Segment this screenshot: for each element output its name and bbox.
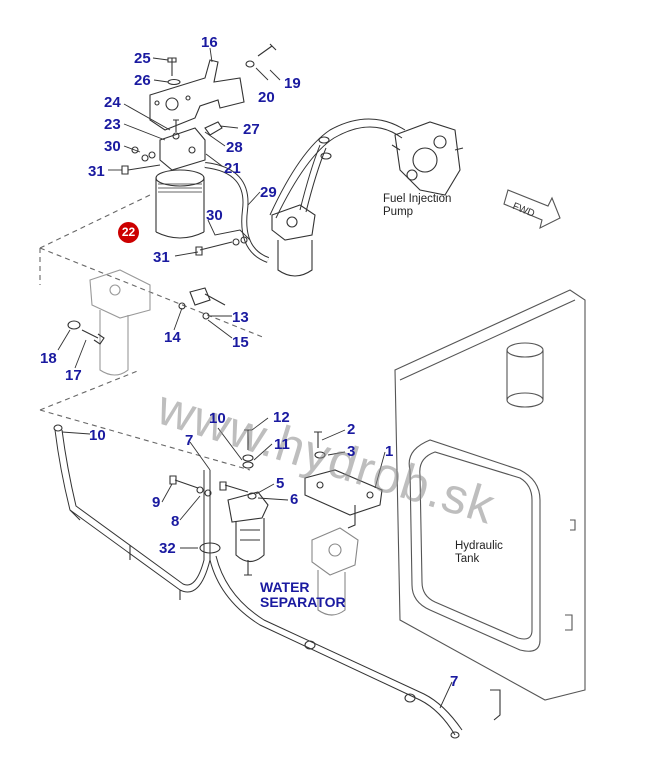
callout-22-badge: 22 [118,222,139,243]
callout-16: 16 [201,34,218,51]
callout-30-upper: 30 [104,138,121,155]
callout-27: 27 [243,121,260,138]
callout-14: 14 [164,329,181,346]
callout-7-lower: 7 [450,673,459,690]
callout-28: 28 [226,139,243,156]
callout-12: 12 [273,409,290,426]
callout-23: 23 [104,116,121,133]
callout-9: 9 [152,494,161,511]
ghost-filter-left [89,269,151,376]
fuel-injection-pump [391,121,464,196]
callout-21: 21 [224,160,241,177]
callout-31-lower: 31 [153,249,170,266]
callout-15: 15 [232,334,249,351]
fuel-filter-22 [155,169,205,239]
callout-6: 6 [290,491,299,508]
callout-17: 17 [65,367,82,384]
fuel-injection-pump-label: Fuel Injection Pump [383,193,452,219]
callout-7-upper: 7 [185,432,194,449]
callout-32: 32 [159,540,176,557]
callout-26: 26 [134,72,151,89]
water-separator [227,491,269,576]
callout-31-upper: 31 [88,163,105,180]
callout-5: 5 [276,475,285,492]
callout-10-center: 10 [209,410,226,427]
callout-13: 13 [232,309,249,326]
hydraulic-tank-label: Hydraulic Tank [455,540,503,566]
hydraulic-tank [394,289,586,701]
callout-1: 1 [385,443,394,460]
callout-3: 3 [347,443,356,460]
callout-8: 8 [171,513,180,530]
callout-18: 18 [40,350,57,367]
bracket-16 [149,59,245,131]
water-separator-label: WATER SEPARATOR [260,579,346,611]
callout-29: 29 [260,184,277,201]
callout-10-left: 10 [89,427,106,444]
callout-25: 25 [134,50,151,67]
callout-19: 19 [284,75,301,92]
filter-head-21 [159,119,223,171]
callout-20: 20 [258,89,275,106]
priming-pump [271,204,316,277]
callout-24: 24 [104,94,121,111]
callout-11: 11 [274,436,290,453]
callout-2: 2 [347,421,356,438]
callout-30-lower: 30 [206,207,223,224]
ghost-pump-lower [311,527,359,616]
